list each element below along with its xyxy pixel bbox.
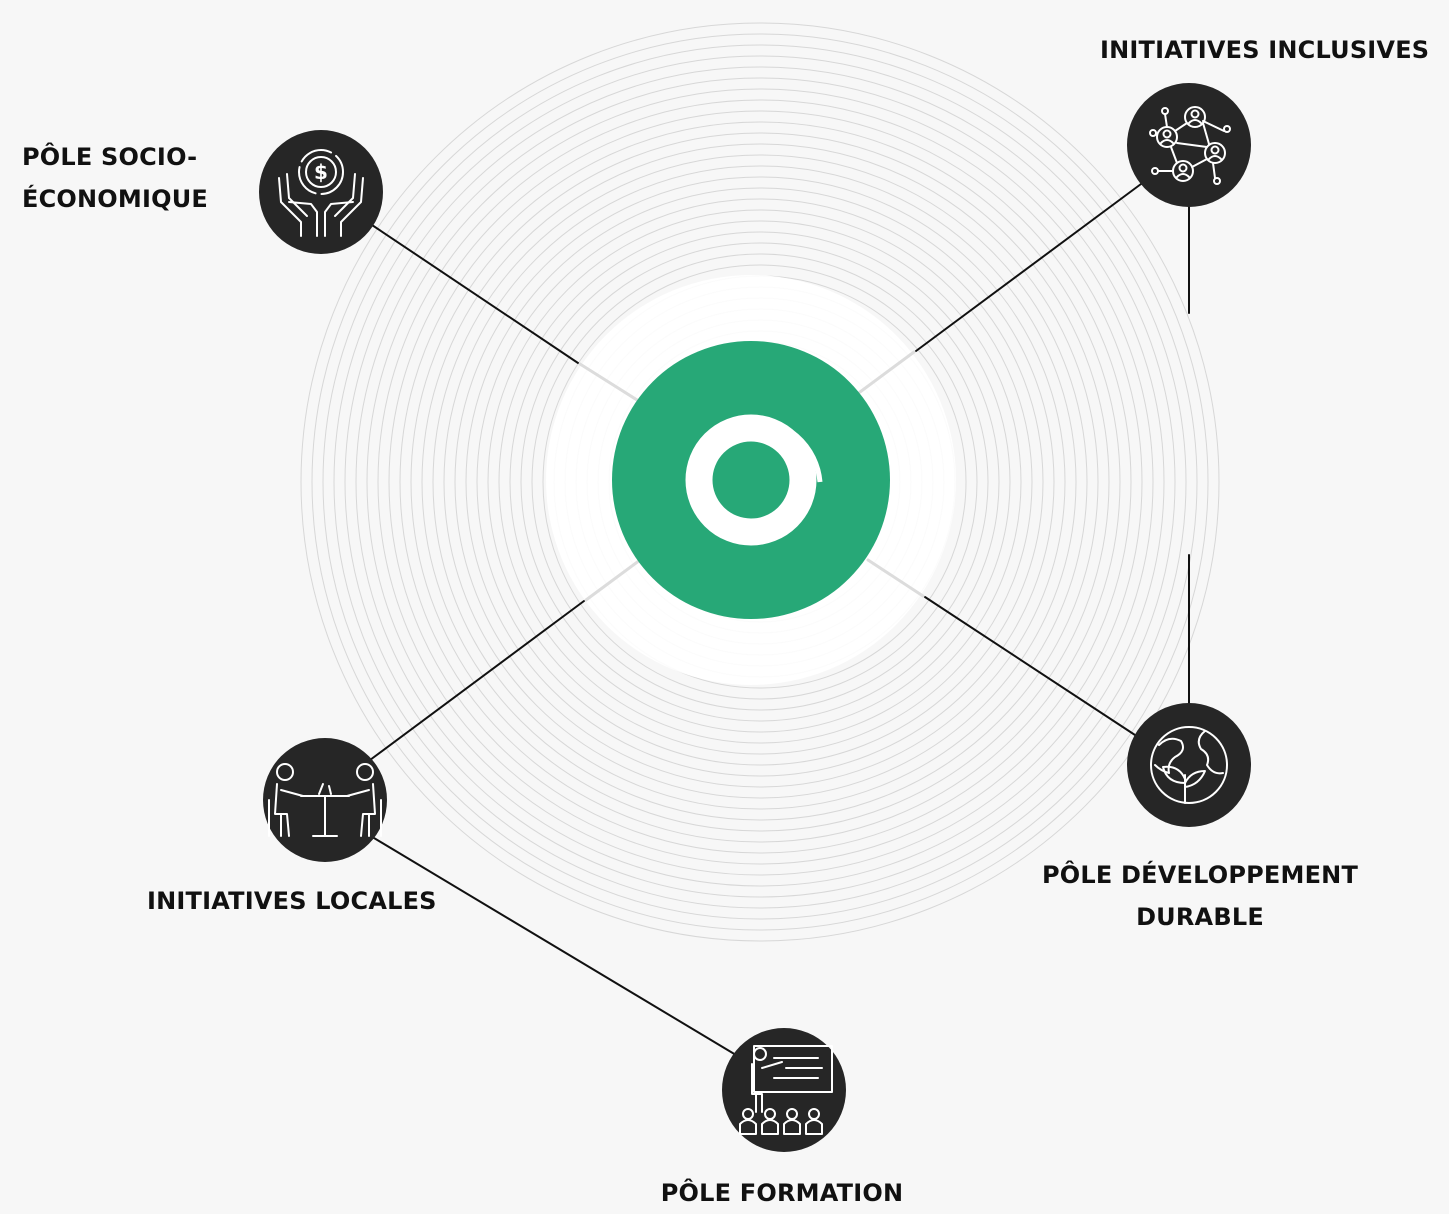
hub <box>612 341 890 619</box>
ring <box>399 121 1121 843</box>
label-formation-line-1: PÔLE FORMATION <box>660 1179 904 1207</box>
faded-connectors <box>578 350 925 602</box>
ring <box>388 110 1132 854</box>
node-inclusives <box>1127 83 1251 207</box>
teacher-board-icon <box>739 1045 833 1135</box>
ring <box>311 33 1209 931</box>
ring <box>443 165 1077 799</box>
globe-plant-icon <box>1150 726 1228 804</box>
node-socio: $ <box>259 130 383 254</box>
connectors <box>369 183 1190 1056</box>
label-durable-line-1: PÔLE DÉVELOPPEMENT <box>1041 861 1359 889</box>
ring <box>498 220 1022 744</box>
ring <box>366 88 1154 876</box>
ring <box>531 253 989 711</box>
connector-formation <box>373 837 737 1056</box>
partial-ring-logo-icon <box>685 414 823 546</box>
connector-inclusives <box>915 183 1142 352</box>
label-durable-line-2: DURABLE <box>1136 903 1264 931</box>
label-socio-line-1: PÔLE SOCIO- <box>22 143 198 171</box>
ring <box>509 231 1011 733</box>
label-inclusives: INITIATIVES INCLUSIVES <box>1100 29 1429 71</box>
connector-socio <box>371 224 579 364</box>
ring <box>520 242 1000 722</box>
label-locales: INITIATIVES LOCALES <box>147 880 437 922</box>
node-durable <box>1127 703 1251 827</box>
ring <box>487 209 1033 755</box>
node-formation <box>722 1028 846 1152</box>
ring <box>454 176 1066 788</box>
label-locales-line-1: INITIATIVES LOCALES <box>147 887 437 915</box>
label-durable: PÔLE DÉVELOPPEMENT DURABLE <box>1030 854 1370 938</box>
meeting-table-icon <box>268 763 382 837</box>
connector-locales <box>369 600 585 761</box>
svg-text:$: $ <box>314 160 328 184</box>
ring <box>410 132 1110 832</box>
network-people-icon <box>1149 106 1231 185</box>
money-hands-icon: $ <box>278 149 364 237</box>
ring <box>355 77 1165 887</box>
label-socio: PÔLE SOCIO- ÉCONOMIQUE <box>22 136 208 220</box>
label-inclusives-line-1: INITIATIVES INCLUSIVES <box>1100 36 1430 64</box>
hub-circle <box>612 341 890 619</box>
label-formation: PÔLE FORMATION <box>600 1172 964 1214</box>
label-socio-line-2: ÉCONOMIQUE <box>22 185 208 213</box>
ring <box>432 154 1088 810</box>
ring <box>377 99 1143 865</box>
ring <box>465 187 1055 777</box>
ring <box>421 143 1099 821</box>
ring <box>333 55 1187 909</box>
ring <box>300 22 1220 942</box>
ring <box>476 198 1044 766</box>
connector-durable <box>924 596 1136 736</box>
ring <box>542 264 978 700</box>
ring <box>344 66 1176 898</box>
ring <box>322 44 1198 920</box>
node-locales <box>263 738 387 862</box>
